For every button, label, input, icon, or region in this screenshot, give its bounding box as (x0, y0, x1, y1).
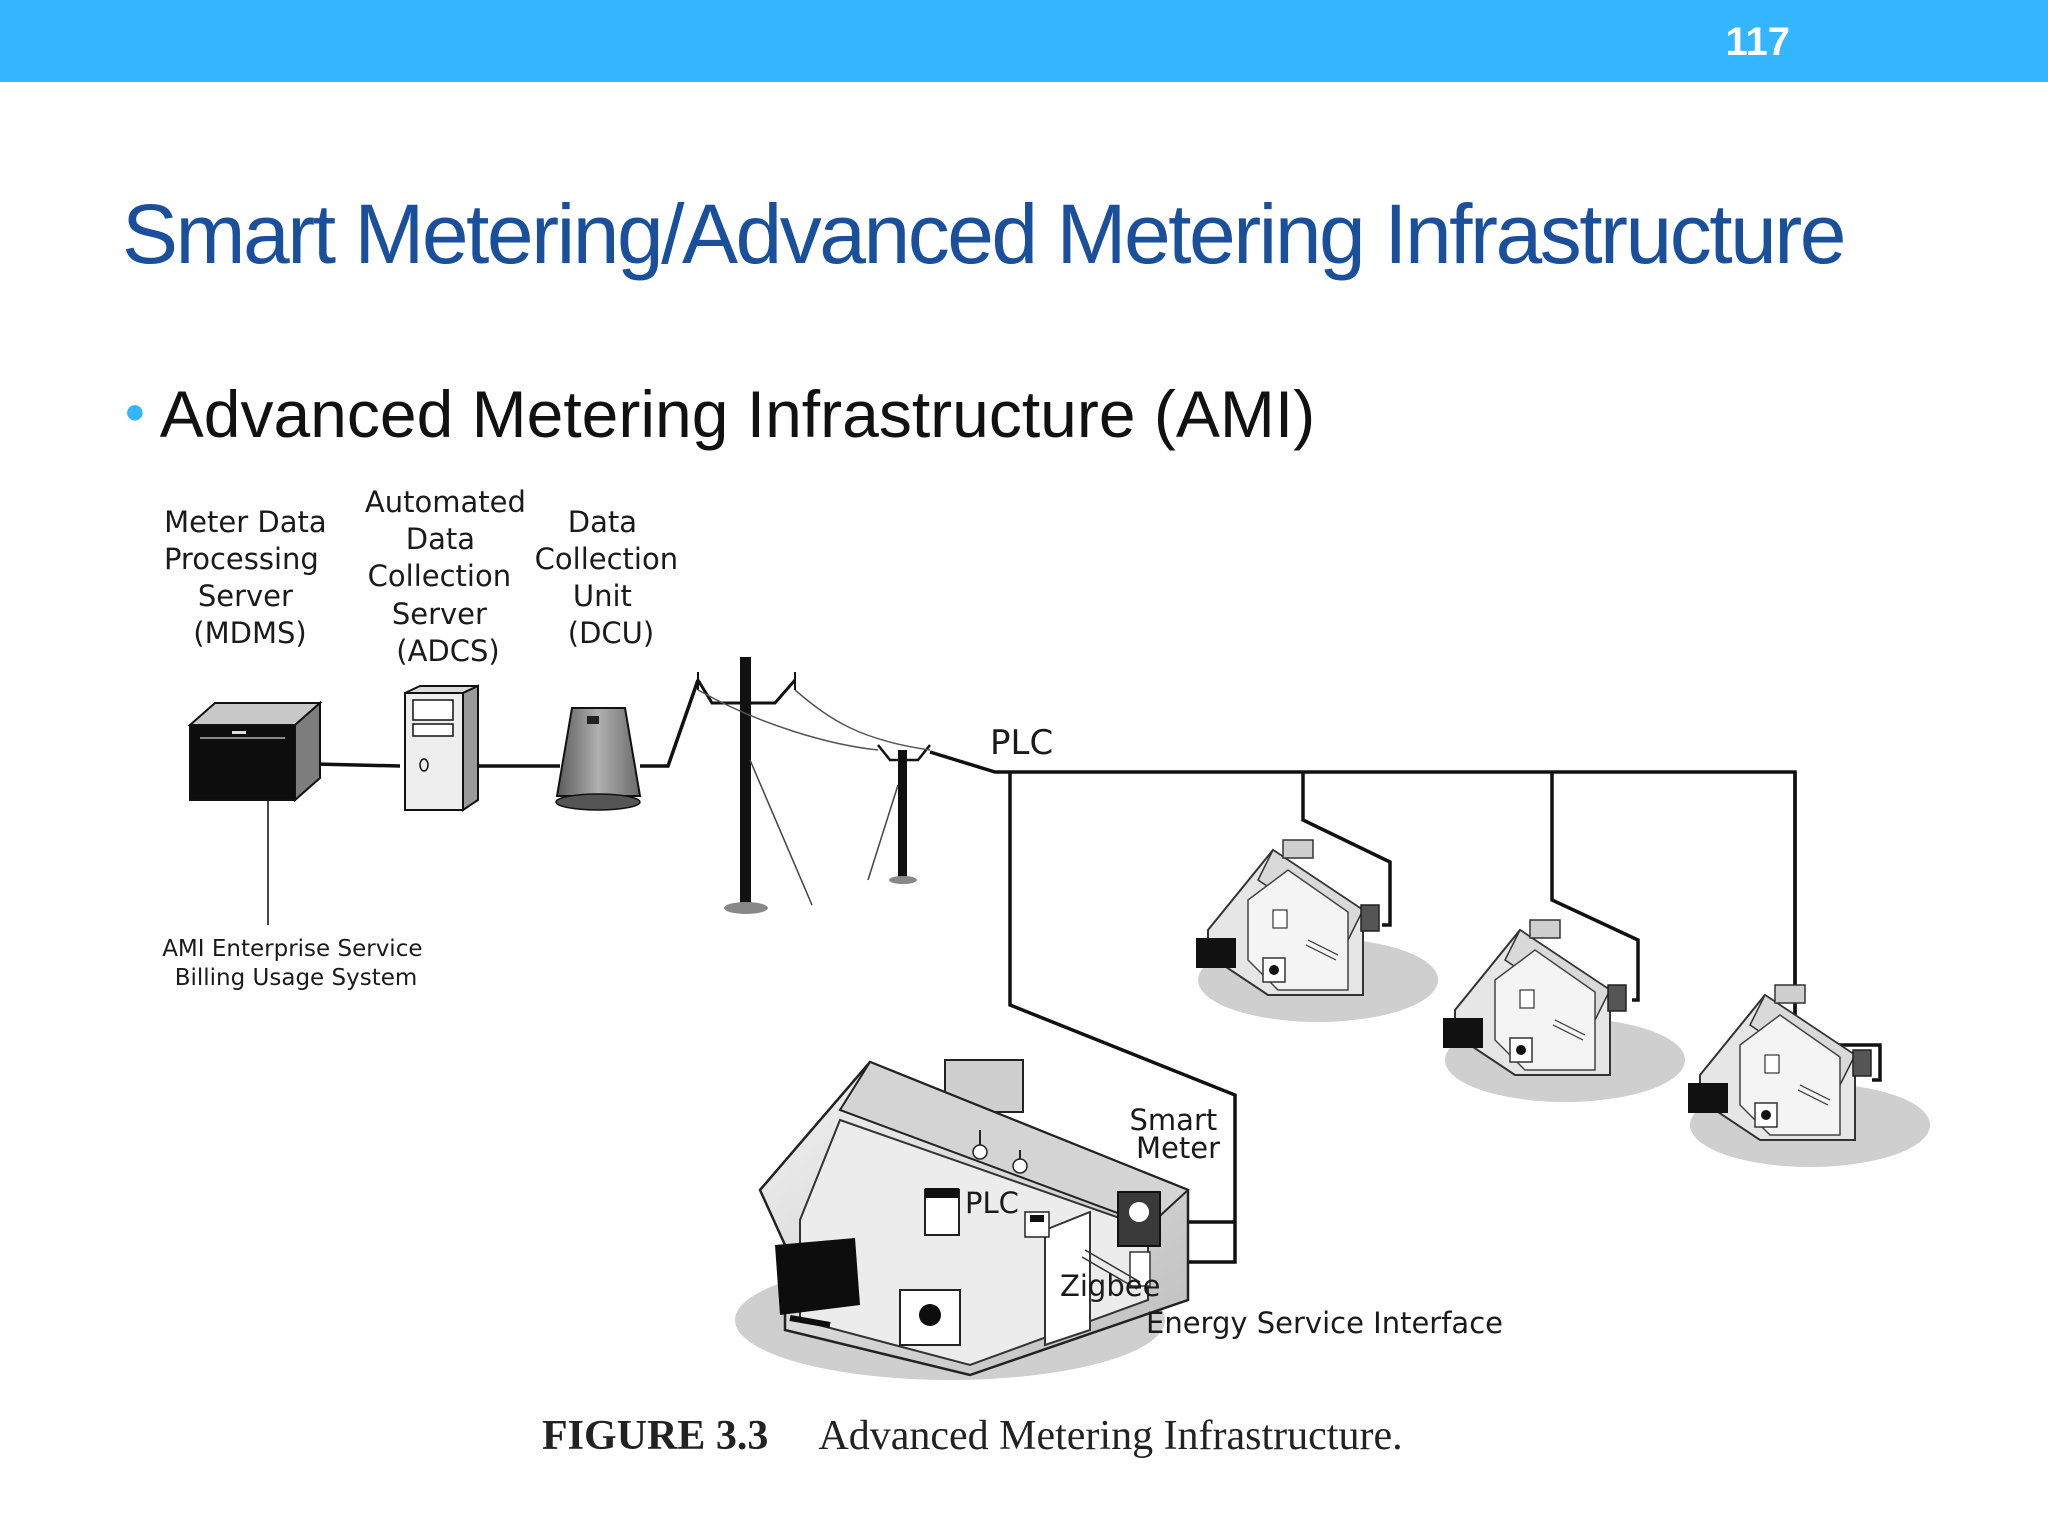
bullet-text: Advanced Metering Infrastructure (AMI) (159, 377, 1316, 451)
bullet-dot-icon: ● (124, 390, 146, 431)
top-bar: 117 (0, 0, 2048, 82)
adcs-label: Automated Data Collection Server (ADCS) (365, 485, 535, 668)
large-house-icon (735, 1059, 1190, 1380)
utility-poles-icon (696, 657, 931, 914)
figure-caption: FIGURE 3.3 Advanced Metering Infrastructu… (542, 1412, 1403, 1460)
house-icon-1 (1195, 839, 1439, 1023)
connection-lines (314, 679, 1882, 1264)
caption-figure-number: FIGURE 3.3 (542, 1413, 769, 1459)
adcs-server-icon (404, 684, 479, 812)
mdms-label: Meter Data Processing Server (MDMS) (164, 505, 336, 650)
dcu-icon (555, 707, 642, 811)
plc-in-house-label: PLC (965, 1186, 1019, 1220)
esi-label: Energy Service Interface (1146, 1306, 1503, 1340)
zigbee-label: Zigbee (1060, 1269, 1160, 1303)
plc-line-label: PLC (990, 723, 1053, 763)
bullet-item: ● Advanced Metering Infrastructure (AMI) (124, 376, 1315, 452)
house-icon-2 (1442, 919, 1686, 1103)
slide-number: 117 (1725, 20, 1790, 64)
mdms-server-icon (187, 700, 323, 803)
house-icon-3 (1687, 984, 1931, 1168)
smart-meter-label: Smart Meter (1130, 1103, 1227, 1165)
ami-enterprise-label: AMI Enterprise Service Billing Usage Sys… (162, 936, 430, 991)
caption-text: Advanced Metering Infrastructure. (818, 1413, 1403, 1459)
slide-title: Smart Metering/Advanced Metering Infrast… (122, 187, 1846, 281)
dcu-label: Data Collection Unit (DCU) (535, 505, 688, 650)
